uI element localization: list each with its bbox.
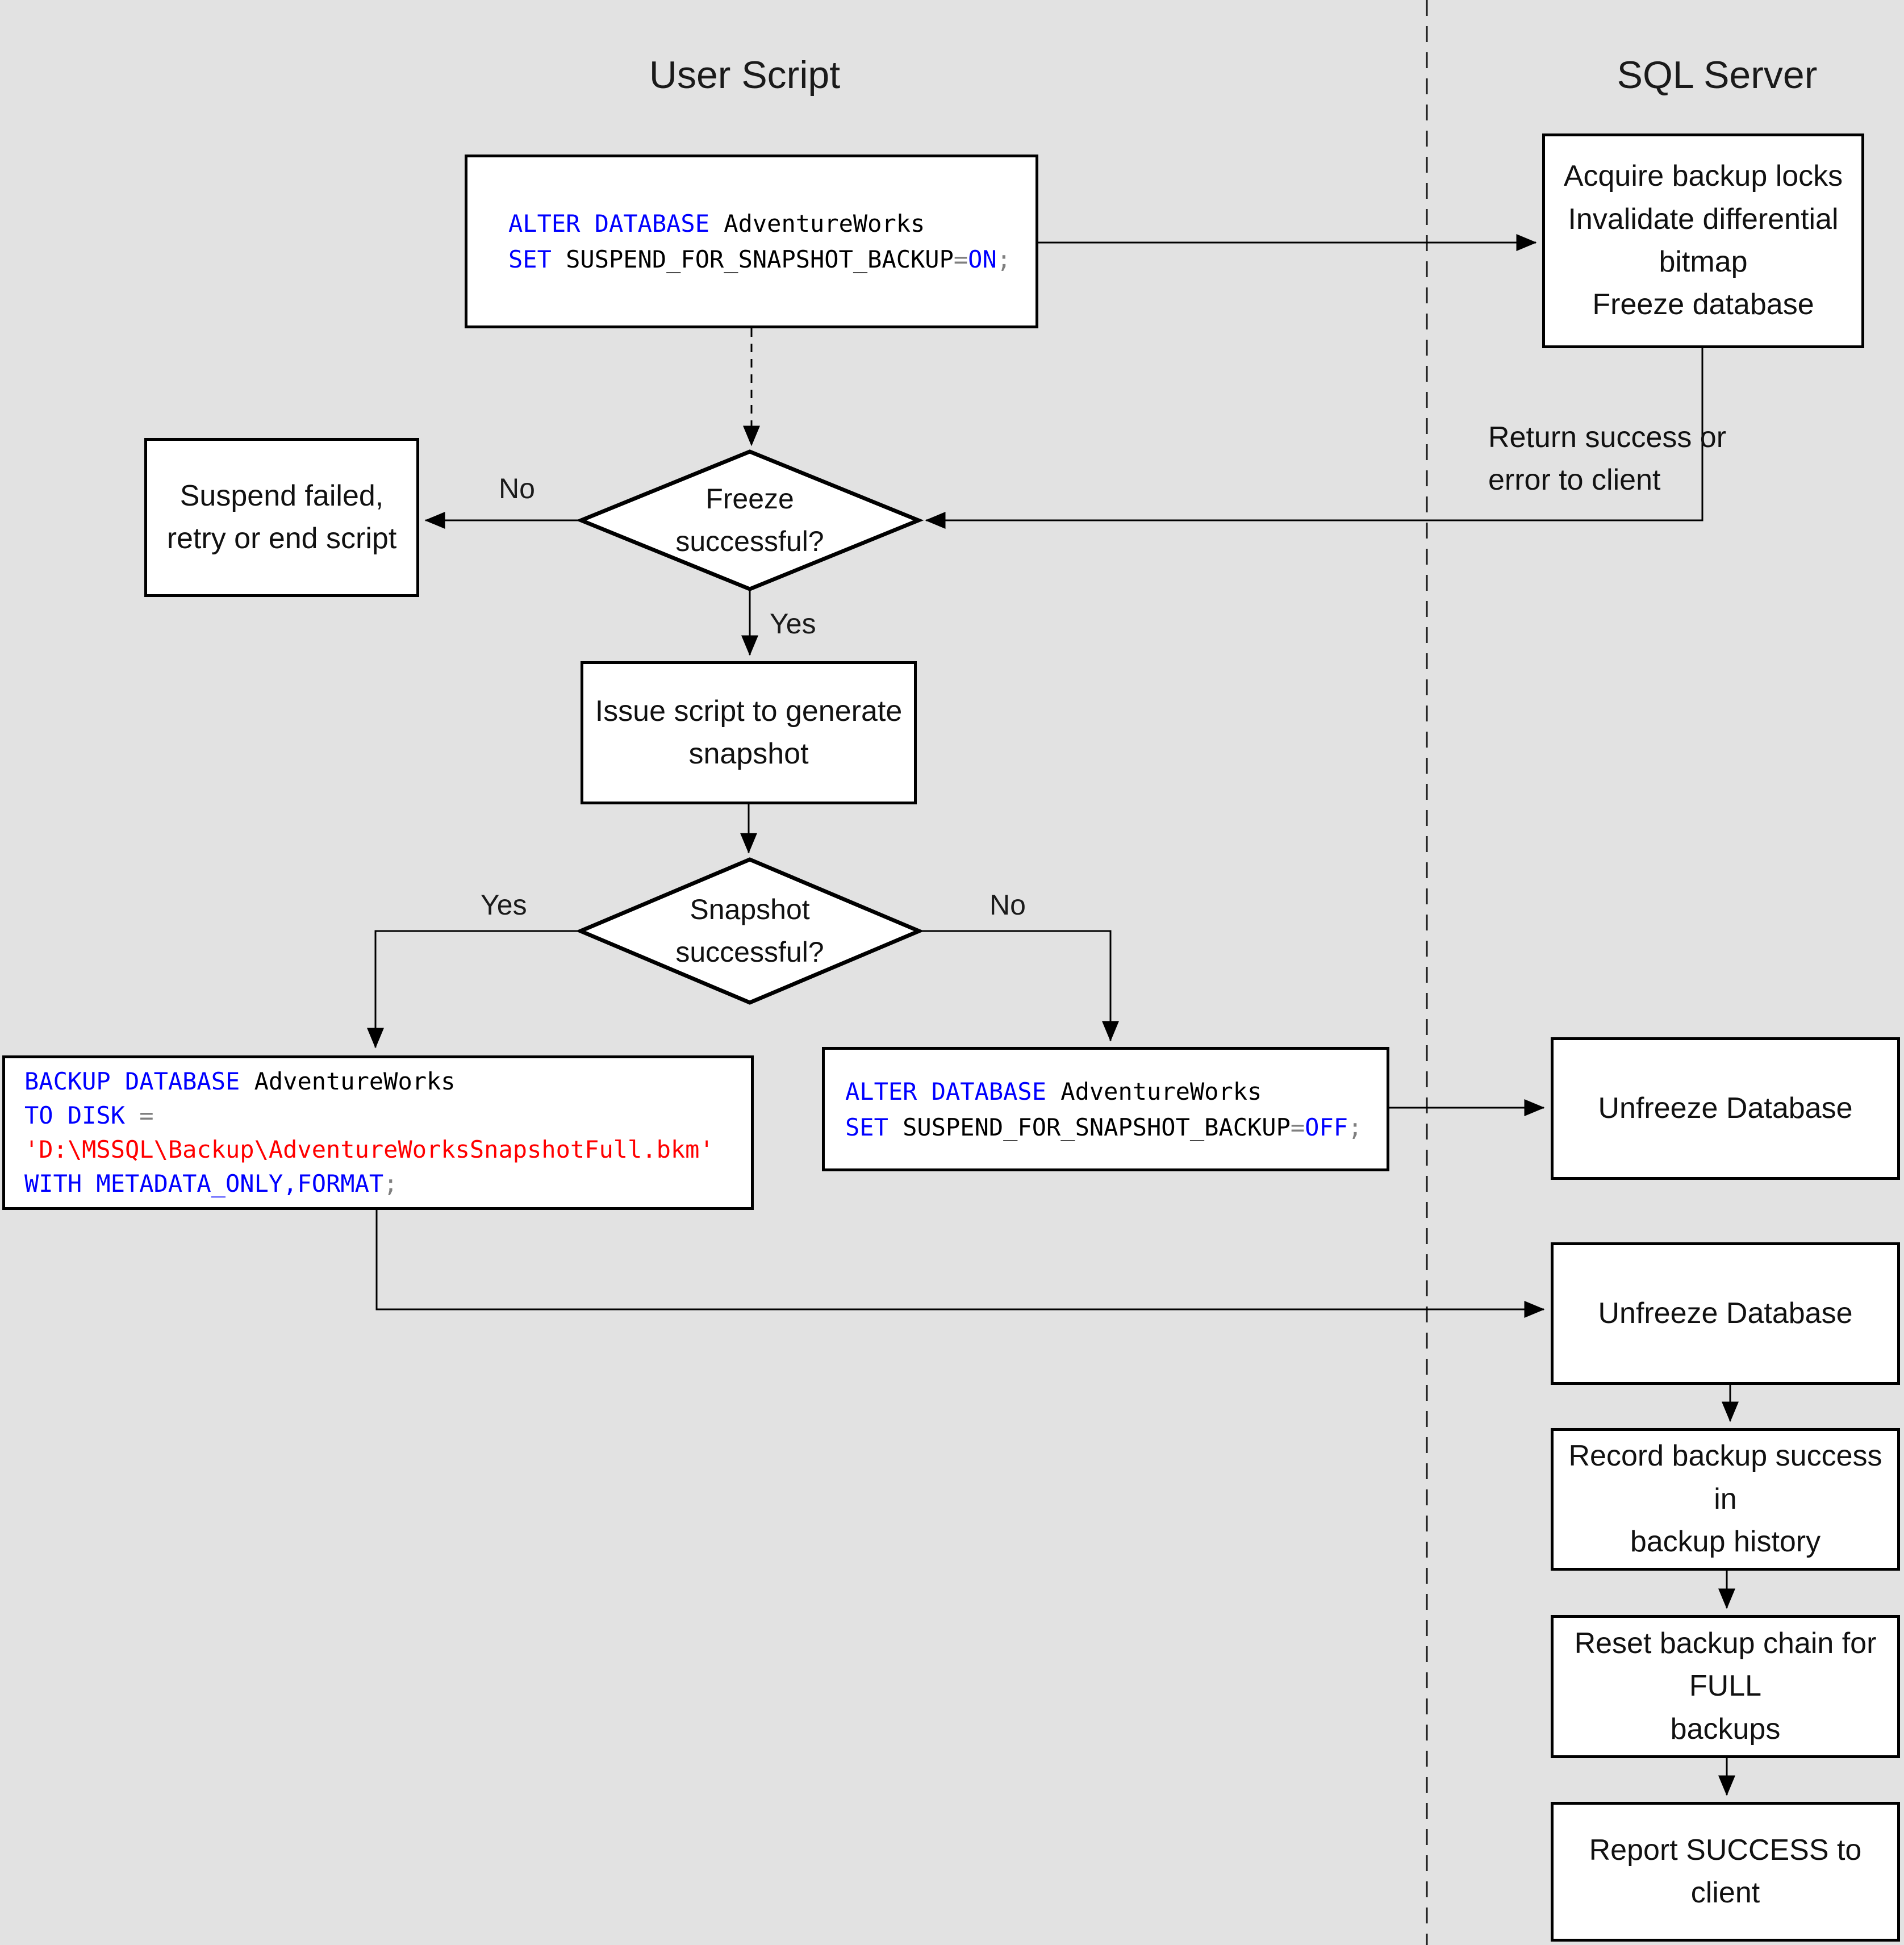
node-text-line: Acquire backup locks <box>1563 160 1843 193</box>
node-report-success: Report SUCCESS to client <box>1551 1802 1900 1942</box>
freeze-no-label: No <box>499 473 535 504</box>
node-text-line: Report SUCCESS to client <box>1589 1833 1862 1909</box>
node-text-line: snapshot <box>688 737 809 770</box>
code-line: SET SUSPEND_FOR_SNAPSHOT_BACKUP=OFF; <box>845 1113 1363 1141</box>
node-suspend-failed: Suspend failed, retry or end script <box>144 438 419 597</box>
lane-title-user-script: User Script <box>649 53 841 97</box>
node-acquire-backup-locks: Acquire backup locks Invalidate differen… <box>1542 133 1864 348</box>
snapshot-no-label: No <box>989 889 1026 921</box>
freeze-yes-label: Yes <box>770 608 816 640</box>
node-text-line: Unfreeze Database <box>1598 1296 1853 1330</box>
code-line: ALTER DATABASE AdventureWorks <box>508 210 925 237</box>
code-line: SET SUSPEND_FOR_SNAPSHOT_BACKUP=ON; <box>508 245 1012 273</box>
node-text-line: Unfreeze Database <box>1598 1091 1853 1125</box>
node-issue-script: Issue script to generate snapshot <box>581 661 917 804</box>
snapshot-decision-diamond <box>575 857 924 1005</box>
node-text-line: Freeze database <box>1592 288 1814 322</box>
node-unfreeze-database-2: Unfreeze Database <box>1551 1242 1900 1385</box>
code-line: ALTER DATABASE AdventureWorks <box>845 1077 1262 1105</box>
node-text-line: backup history <box>1630 1525 1821 1559</box>
lane-title-sql-server: SQL Server <box>1617 53 1818 97</box>
snapshot-decision-label: Snapshot successful? <box>675 894 824 968</box>
code-line: WITH METADATA_ONLY,FORMAT; <box>24 1170 398 1198</box>
edge-snapshot-yes <box>367 930 581 1049</box>
code-line: BACKUP DATABASE AdventureWorks <box>24 1067 456 1095</box>
node-text-line: retry or end script <box>166 522 397 555</box>
edge-acquire-to-freeze <box>925 348 1703 529</box>
node-alter-suspend-on: ALTER DATABASE AdventureWorks SET SUSPEN… <box>465 155 1038 328</box>
node-alter-suspend-off: ALTER DATABASE AdventureWorks SET SUSPEN… <box>822 1047 1389 1171</box>
node-text-line: Suspend failed, <box>179 479 384 512</box>
node-text-line: Reset backup chain for FULL <box>1574 1626 1877 1703</box>
node-text-line: Invalidate differential bitmap <box>1568 202 1839 278</box>
node-record-backup-history: Record backup success in backup history <box>1551 1428 1900 1571</box>
node-backup-database: BACKUP DATABASE AdventureWorks TO DISK =… <box>2 1055 754 1210</box>
node-text-line: Issue script to generate <box>595 694 903 728</box>
node-unfreeze-database-1: Unfreeze Database <box>1551 1037 1900 1180</box>
node-text-line: backups <box>1670 1712 1781 1746</box>
edge-backup-to-unfreeze2 <box>375 1209 1545 1318</box>
freeze-decision-diamond <box>575 449 924 591</box>
node-reset-backup-chain: Reset backup chain for FULL backups <box>1551 1615 1900 1758</box>
code-line: 'D:\MSSQL\Backup\AdventureWorksSnapshotF… <box>24 1136 714 1163</box>
return-success-label: Return success or error to client <box>1488 421 1727 497</box>
code-line: TO DISK = <box>24 1101 154 1129</box>
freeze-decision-label: Freeze successful? <box>675 483 824 557</box>
node-text-line: Record backup success in <box>1568 1439 1882 1516</box>
snapshot-yes-label: Yes <box>481 889 527 921</box>
edge-snapshot-no <box>919 930 1119 1042</box>
